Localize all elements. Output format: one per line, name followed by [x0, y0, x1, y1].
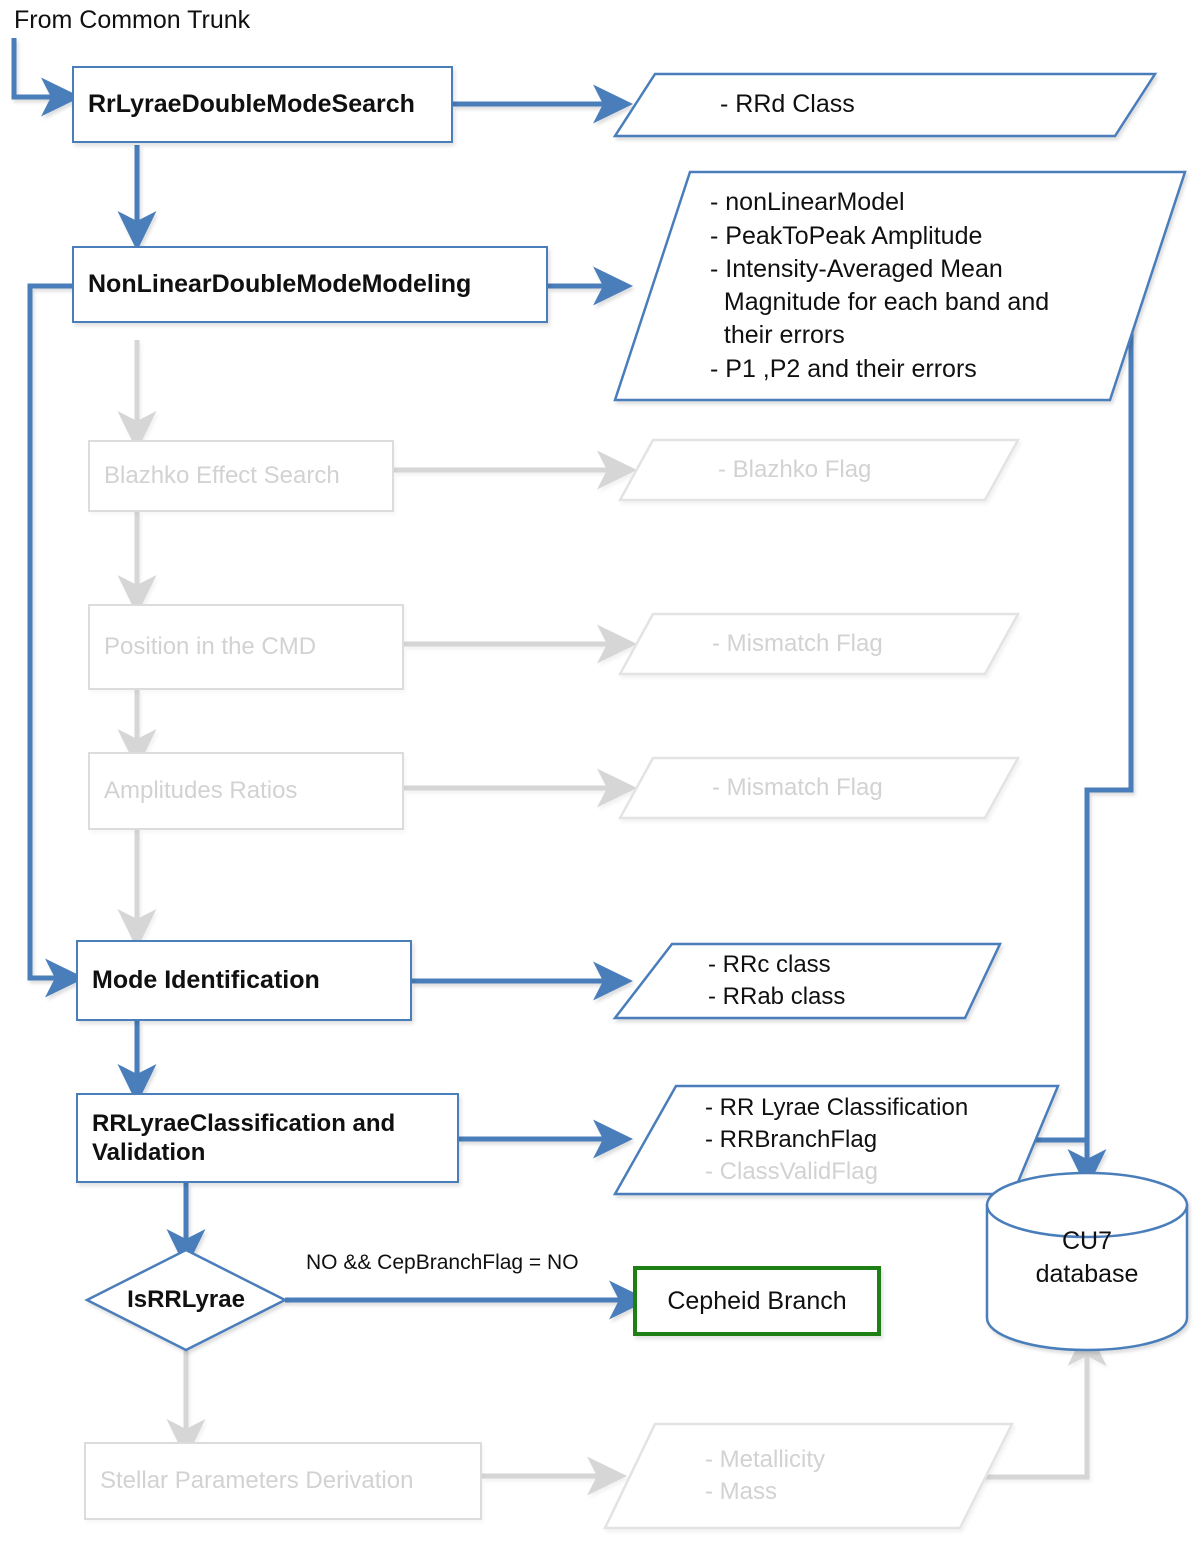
process-rrlyrae-classification-and-validation[interactable]: RRLyraeClassification and Validation [76, 1093, 459, 1183]
output-mismatch-flag-cmd: - Mismatch Flag [620, 614, 1018, 674]
output-line: - Mismatch Flag [712, 774, 883, 802]
output-classification-outputs: - RR Lyrae Classification - RRBranchFlag… [615, 1086, 1058, 1194]
parallelogram-shapes [603, 72, 1187, 1530]
process-label: Cepheid Branch [667, 1286, 847, 1315]
output-nonlinear-model-outputs: - nonLinearModel - PeakToPeak Amplitude … [615, 172, 1185, 400]
output-line: - Mass [705, 1478, 777, 1505]
process-label: Position in the CMD [104, 633, 317, 661]
entry-label: From Common Trunk [14, 6, 251, 34]
shape-mismatch-flag-cmd [617, 612, 1021, 676]
output-line: - Intensity-Averaged Mean [710, 254, 1003, 283]
output-line-dimmed: - ClassValidFlag [705, 1157, 878, 1185]
shape-mode-identification-outputs [612, 942, 1002, 1020]
decision-label: IsRRLyrae [127, 1286, 245, 1313]
output-line: - P1 ,P2 and their errors [710, 354, 977, 383]
output-line: - RRd Class [720, 90, 855, 119]
edge-modeling-loop-to-mode-id [27, 283, 86, 998]
shape-nonlinear-model-outputs [613, 170, 1187, 402]
output-line: - PeakToPeak Amplitude [710, 221, 983, 250]
process-rrlyrae-double-mode-search[interactable]: RrLyraeDoubleModeSearch [72, 66, 453, 143]
database-label-line1: CU7 [1061, 1227, 1112, 1255]
output-line: Magnitude for each band and [710, 288, 1050, 316]
output-line: - RR Lyrae Classification [705, 1094, 969, 1122]
shape-database-body [985, 1203, 1189, 1352]
process-label: Blazhko Effect Search [104, 462, 340, 490]
process-label: NonLinearDoubleModeModeling [88, 270, 472, 299]
shape-rrd-class [612, 72, 1158, 138]
output-line: - Metallicity [705, 1446, 826, 1474]
process-label: RRLyraeClassification and Validation [92, 1109, 396, 1166]
output-line: - Blazhko Flag [718, 456, 872, 484]
process-label: RrLyraeDoubleModeSearch [88, 90, 415, 119]
shape-mismatch-flag-amplitudes [617, 756, 1021, 820]
database-label-line2: database [1035, 1259, 1139, 1288]
output-line: - Mismatch Flag [712, 630, 883, 658]
output-line: - nonLinearModel [710, 188, 905, 217]
edge-model-outputs-to-database [1067, 288, 1134, 1190]
output-blazhko-flag: - Blazhko Flag [620, 440, 1018, 500]
process-amplitudes-ratios[interactable]: Amplitudes Ratios [88, 752, 404, 830]
process-label: Stellar Parameters Derivation [100, 1467, 414, 1495]
shape-blazhko-flag [617, 438, 1021, 502]
shape-database-top [985, 1171, 1189, 1239]
database-cu7: CU7 database [987, 1173, 1187, 1350]
cylinder-shape [985, 1171, 1189, 1352]
output-line: - RRc class [708, 951, 831, 979]
shape-is-rrlyrae-diamond [84, 1248, 288, 1352]
process-cepheid-branch[interactable]: Cepheid Branch [633, 1266, 881, 1336]
output-mismatch-flag-amplitudes: - Mismatch Flag [620, 758, 1018, 818]
process-label: Mode Identification [92, 966, 320, 995]
edge-label-no-cepbranchflag-no: NO && CepBranchFlag = NO [306, 1251, 579, 1274]
database-label: CU7 database [987, 1225, 1187, 1290]
process-stellar-parameters-derivation[interactable]: Stellar Parameters Derivation [84, 1442, 482, 1520]
edge-stellar-outputs-to-database [975, 1325, 1107, 1480]
output-line: their errors [710, 321, 845, 350]
process-position-in-the-cmd[interactable]: Position in the CMD [88, 604, 404, 690]
output-stellar-parameters-outputs: - Metallicity - Mass [605, 1424, 1012, 1528]
output-line: - RRab class [708, 983, 846, 1010]
output-rrd-class: - RRd Class [615, 74, 1155, 136]
output-line: - RRBranchFlag [705, 1126, 878, 1154]
process-mode-identification[interactable]: Mode Identification [76, 940, 412, 1021]
decision-shape[interactable] [84, 1248, 288, 1352]
decision-is-rrlyrae[interactable]: IsRRLyrae [87, 1250, 285, 1350]
process-blazhko-effect-search[interactable]: Blazhko Effect Search [88, 440, 394, 512]
edge-entry-to-search [11, 38, 82, 117]
shape-stellar-parameters-outputs [603, 1422, 1015, 1530]
process-nonlinear-double-mode-modeling[interactable]: NonLinearDoubleModeModeling [72, 246, 548, 323]
process-label: Amplitudes Ratios [104, 777, 298, 805]
output-mode-identification-outputs: - RRc class - RRab class [615, 944, 1000, 1018]
